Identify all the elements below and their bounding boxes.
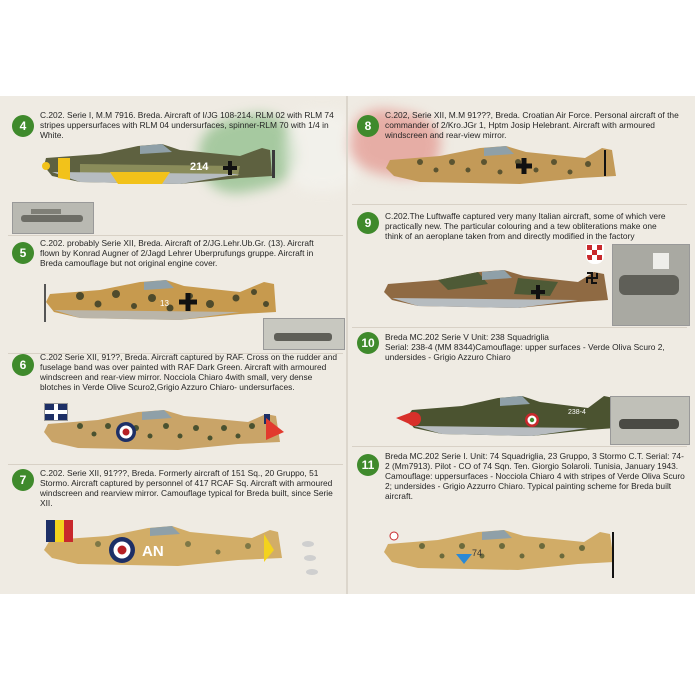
historical-photo bbox=[612, 244, 690, 326]
aircraft-profile bbox=[386, 146, 616, 184]
profile-caption: C.202.The Luftwaffe captured very many I… bbox=[385, 211, 666, 241]
profile-number-badge: 5 bbox=[12, 242, 34, 264]
aircraft-code: 13 bbox=[160, 299, 169, 308]
decal-sheet: 4 C.202. Serie I, M.M 7916. Breda. Aircr… bbox=[0, 96, 695, 594]
profile-number-badge: 6 bbox=[12, 354, 34, 376]
profile-number-badge: 4 bbox=[12, 115, 34, 137]
aircraft-profile: AN bbox=[44, 520, 282, 566]
profile-caption: Breda MC.202 Serie V Unit: 238 Squadrigl… bbox=[385, 332, 665, 362]
historical-photo bbox=[610, 396, 690, 445]
profile-number-badge: 9 bbox=[357, 212, 379, 234]
profile-number-badge: 8 bbox=[357, 115, 379, 137]
profile-caption: C.202, Serie XII, M.M 91???, Breda. Croa… bbox=[385, 110, 679, 140]
aircraft-code: 74 bbox=[472, 548, 482, 558]
divider bbox=[8, 464, 343, 465]
profile-caption: C.202 Serie XII, 91??, Breda. Aircraft c… bbox=[40, 352, 338, 392]
aircraft-code: 214 bbox=[190, 161, 209, 173]
croatian-shield bbox=[586, 244, 604, 264]
divider bbox=[352, 327, 687, 328]
divider bbox=[8, 353, 343, 354]
profile-caption: C.202. probably Serie XII, Breda. Aircra… bbox=[40, 238, 314, 268]
profile-number-badge: 7 bbox=[12, 469, 34, 491]
profile-number-badge: 10 bbox=[357, 332, 379, 354]
aircraft-profile bbox=[44, 410, 284, 450]
bomb-silhouettes bbox=[302, 541, 318, 575]
aircraft-profile: 13 bbox=[44, 280, 276, 322]
historical-photo bbox=[12, 202, 94, 234]
aircraft-profile bbox=[384, 270, 608, 308]
aircraft-code: AN bbox=[142, 543, 164, 560]
profile-caption: C.202. Serie I, M.M 7916. Breda. Aircraf… bbox=[40, 110, 334, 140]
divider bbox=[352, 204, 687, 205]
aircraft-profile: 238-4 bbox=[396, 396, 616, 436]
aircraft-code: 238-4 bbox=[568, 409, 586, 416]
historical-photo bbox=[263, 318, 345, 350]
aircraft-profile: 214 bbox=[42, 144, 275, 184]
profile-caption: Breda MC.202 Serie I. Unit: 74 Squadrigl… bbox=[385, 451, 685, 501]
divider bbox=[352, 446, 687, 447]
profile-caption: C.202. Serie XII, 91???, Breda. Formerly… bbox=[40, 468, 333, 508]
page-fold bbox=[346, 96, 348, 594]
aircraft-profile: 74 bbox=[384, 530, 614, 578]
profile-number-badge: 11 bbox=[357, 454, 379, 476]
ensign-flag bbox=[44, 403, 68, 421]
divider bbox=[8, 235, 343, 236]
